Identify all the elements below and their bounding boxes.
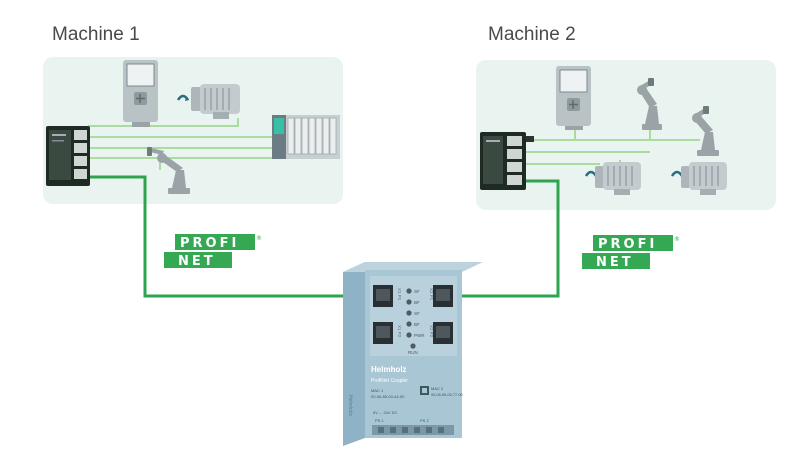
machine-1-network-lines [88,115,272,170]
coupler-product: ProfiNet Coupler [371,378,408,384]
profinet-logo-left-tm: ® [256,235,262,242]
machine-2-switch [480,132,534,190]
machine-1-hmi-panel [123,60,158,127]
machine-2-robot-arm-2 [692,106,719,156]
port-label-x1p1: X1 P1 [397,288,402,301]
mac1-value: 00-06-65-00-44-00 [371,394,405,399]
machine-1-motor [176,84,240,119]
machine-2-network-lines [525,128,706,165]
profinet-logo-left: PROFI NET ® [164,234,262,269]
profinet-cable-left [90,175,380,298]
led-label-pwr: PWR [414,333,425,338]
profinet-logo-left-line1: PROFI [180,236,239,251]
led-label-bf1: BF [414,300,420,305]
port-label-x2p2: X2 P2 [429,325,434,338]
profinet-logo-right-tm: ® [674,236,680,243]
profinet-logo-right-line2: NET [596,255,634,270]
coupler-side-label: Helmholz [347,395,353,416]
coupler-ports [373,285,453,344]
machine-1-robot-arm [147,147,190,194]
machine-2-motor-1 [584,162,641,195]
port-label-x2p1: X2 P1 [429,288,434,301]
machine-2-motor-2 [670,162,727,195]
coupler-power-label: 5V ... 24V DC [373,410,398,415]
machine-2-hmi-panel [556,66,591,130]
profinet-logo-right: PROFI NET ® [582,235,680,270]
mac2-label: MAC 2 [431,386,444,391]
profinet-cable-right [462,179,560,298]
machine-1-title: Machine 1 [52,24,140,45]
machine-2-title: Machine 2 [488,24,576,45]
profinet-logo-right-line1: PROFI [598,237,657,252]
led-label-sf1: SF [414,289,420,294]
profinet-coupler-device: Helmholz X1 P1 X1 P2 X2 P1 X2 P2 [343,262,483,446]
profinet-logo-left-line2: NET [178,254,216,269]
mac2-value: 00-06-65-00-77-00 [431,393,463,397]
mac1-label: MAC 1 [371,388,384,393]
machine-1-io-module [272,115,340,159]
coupler-ps1-label: PS 1 [375,418,384,423]
machine-1-switch [46,126,90,186]
led-label-bf2: BF [414,322,420,327]
coupler-ps2-label: PS 2 [420,418,429,423]
led-label-run: RUN [408,350,418,355]
port-label-x1p2: X1 P2 [397,325,402,338]
coupler-leds [406,288,416,349]
machine-2-robot-arm-1 [637,78,662,130]
led-label-sf2: SF [414,311,420,316]
coupler-brand: Helmholz [371,365,407,374]
